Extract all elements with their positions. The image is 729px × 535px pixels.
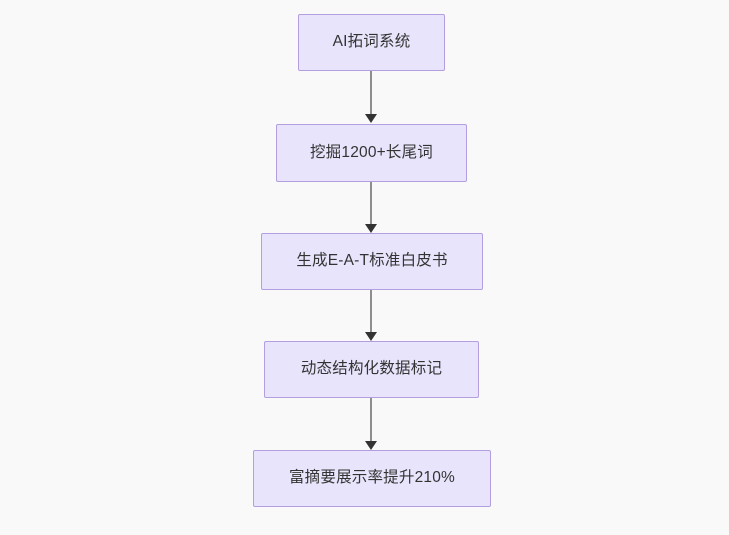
flowchart-node-1-label: AI拓词系统 <box>332 33 411 51</box>
arrow-down-icon <box>365 114 377 123</box>
flowchart-node-3[interactable]: 生成E-A-T标准白皮书 <box>261 233 483 290</box>
flowchart-node-5-label: 富摘要展示率提升210% <box>288 469 456 487</box>
arrow-down-icon <box>365 441 377 450</box>
flowchart-edge-1-line <box>370 71 372 115</box>
flowchart-node-1[interactable]: AI拓词系统 <box>298 14 445 71</box>
flowchart-node-5[interactable]: 富摘要展示率提升210% <box>253 450 491 507</box>
flowchart-edge-3-line <box>370 290 372 333</box>
flowchart-edge-2-line <box>370 182 372 225</box>
flowchart-node-4-label: 动态结构化数据标记 <box>300 360 443 378</box>
flowchart-node-3-label: 生成E-A-T标准白皮书 <box>296 252 448 270</box>
flowchart-node-2-label: 挖掘1200+长尾词 <box>309 143 434 161</box>
arrow-down-icon <box>365 332 377 341</box>
flowchart-edge-4-line <box>370 398 372 442</box>
flowchart-node-2[interactable]: 挖掘1200+长尾词 <box>276 124 467 182</box>
flowchart-node-4[interactable]: 动态结构化数据标记 <box>264 341 479 398</box>
arrow-down-icon <box>365 224 377 233</box>
